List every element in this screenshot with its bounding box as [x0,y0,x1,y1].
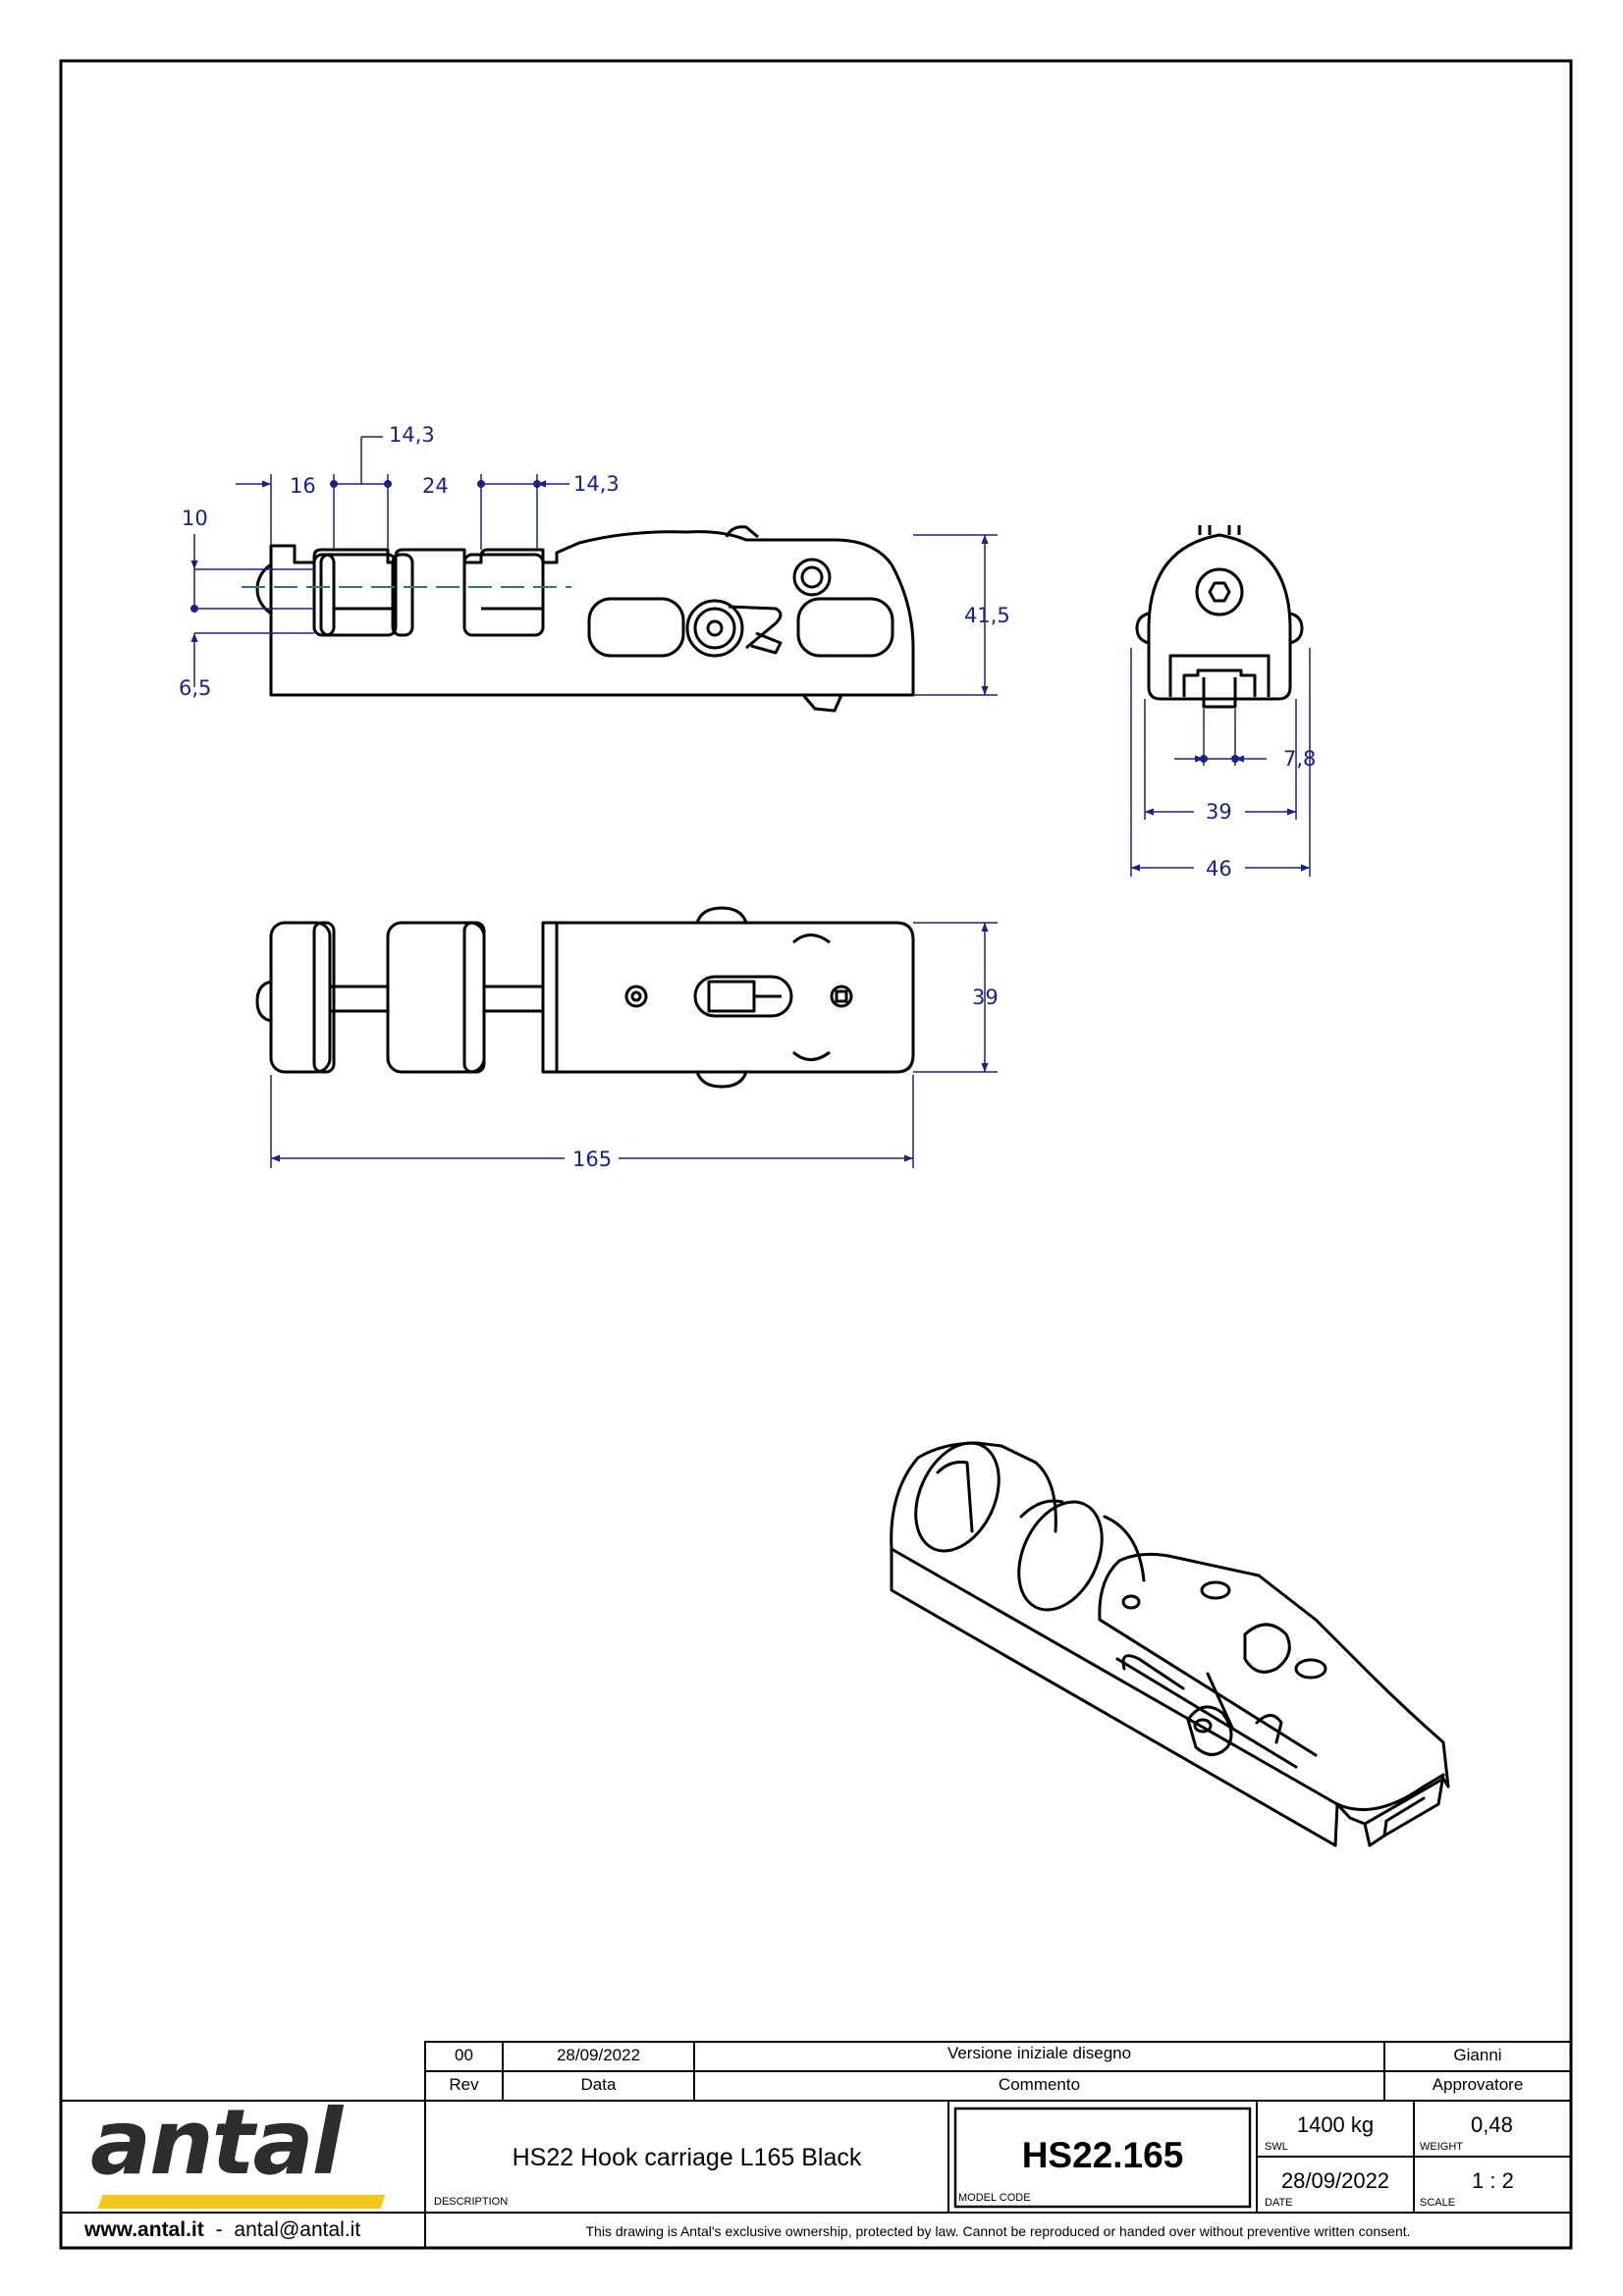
weight-label: WEIGHT [1420,2141,1463,2153]
logo-accent-bar [97,2195,386,2209]
model-code-label: MODEL CODE [958,2192,1031,2204]
dim-top-length: 165 [572,1148,612,1171]
legal-notice: This drawing is Antal's exclusive owners… [585,2223,1411,2239]
dim-side-pitch-top: 14,3 [389,423,435,447]
end-view [1135,525,1304,709]
footer-separator: - [215,2218,223,2241]
date-value: 28/09/2022 [1280,2168,1390,2193]
side-view [255,525,915,713]
title-block-grid [61,2041,1572,2248]
scale-value: 1 : 2 [1472,2168,1514,2193]
revision-header-approver: Approvatore [1432,2075,1524,2094]
end-view-dimensions [1130,648,1311,877]
revision-comment: Versione iniziale disegno [947,2044,1132,2062]
scale-label: SCALE [1420,2197,1456,2209]
description-value: HS22 Hook carriage L165 Black [512,2144,862,2171]
sheet-border [59,59,1573,2250]
revision-header-rev: Rev [449,2075,479,2094]
dim-side-16: 16 [290,474,316,498]
swl-label: SWL [1265,2141,1288,2153]
dim-top-width: 39 [972,986,999,1009]
weight-value: 0,48 [1471,2112,1513,2137]
dim-side-24: 24 [422,474,449,498]
website-link[interactable]: www.antal.it [84,2218,204,2241]
footer-contact: www.antal.it - antal@antal.it [84,2218,360,2242]
revision-header-comment: Commento [998,2075,1081,2094]
top-view-dimensions [270,922,998,1168]
revision-header-date: Data [580,2075,617,2094]
isometric-view [890,1441,1450,1847]
revision-number: 00 [455,2046,473,2064]
dim-side-pitch-right: 14,3 [573,472,620,496]
dim-side-height: 41,5 [964,604,1010,627]
revision-approver: Gianni [1453,2046,1502,2064]
dim-end-39: 39 [1206,800,1232,824]
date-label: DATE [1265,2197,1293,2209]
company-logo: antal [90,2090,343,2195]
dim-side-10: 10 [182,507,208,530]
email-link[interactable]: antal@antal.it [234,2218,361,2241]
end-view-dim-dots [1200,755,1239,763]
dim-end-7-8: 7,8 [1283,747,1316,771]
side-view-dim-dots [190,480,541,613]
description-label: DESCRIPTION [434,2196,509,2208]
top-view [255,906,915,1089]
swl-value: 1400 kg [1296,2112,1375,2137]
revision-date: 28/09/2022 [556,2046,641,2064]
dim-end-46: 46 [1206,857,1232,881]
model-code-value: HS22.165 [1021,2135,1184,2175]
side-view-dimensions [190,436,998,696]
dim-side-6-5: 6,5 [179,676,211,700]
